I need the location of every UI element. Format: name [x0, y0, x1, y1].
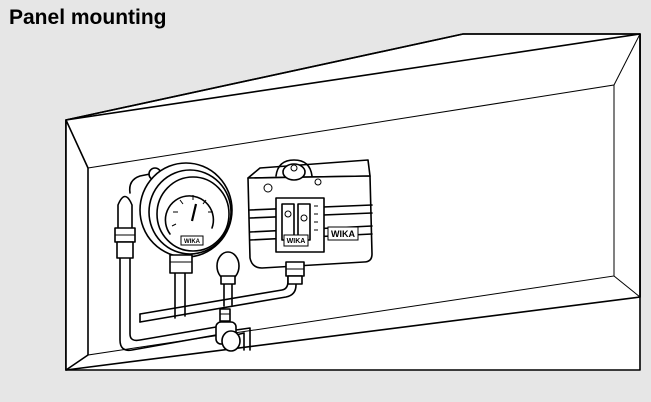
switch-brand-label: WIKA: [331, 229, 355, 239]
pressure-gauge: WIKA: [139, 162, 233, 274]
page-title: Panel mounting: [9, 6, 167, 29]
lower-valve: [215, 308, 241, 352]
gauge-brand-label: WIKA: [184, 239, 201, 245]
switch-small-brand-label: WIKA: [287, 238, 306, 245]
pressure-switch: WIKA WIKA: [247, 159, 373, 285]
valve-head: [216, 251, 240, 285]
pressure-piping: [119, 257, 297, 352]
